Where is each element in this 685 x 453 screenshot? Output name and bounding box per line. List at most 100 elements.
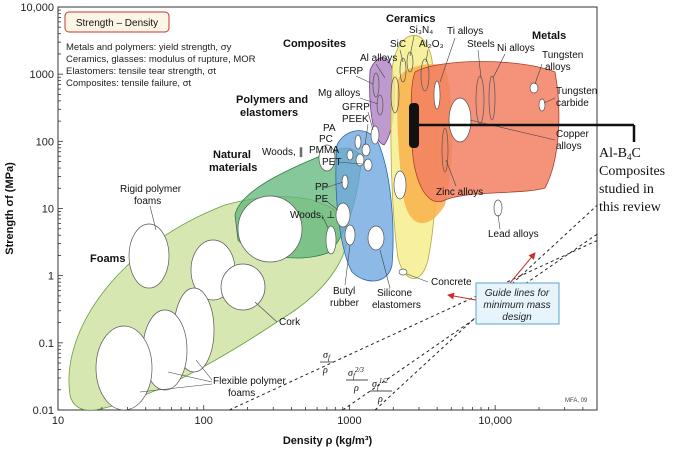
annotation-line-4: this review [599,200,662,215]
bubble-woods-parallel [318,144,336,172]
label-polymers-1: Polymers and [236,94,308,106]
bubble-pe [335,202,351,228]
y-tick-label: 1 [48,271,54,283]
x-axis-title: Density ρ (kg/m³) [283,435,373,447]
label-ceramics: Ceramics [386,13,436,25]
label-pc: PC [319,134,333,145]
label-pe: PE [315,194,329,205]
bubble-gfrp [370,125,380,145]
x-tick-label: 10 [52,415,64,427]
label-composites: Composites [283,38,346,50]
bubble-al2o3 [420,58,430,92]
y-axis-title: Strength σf (MPa) [4,162,16,255]
label-rigid-foams-1: Rigid polymer [120,184,182,195]
label-pa: PA [323,123,336,134]
bubble-mg-alloys [376,94,384,116]
svg-text:σf: σf [323,350,331,362]
bubble-zinc-alloys [441,127,449,173]
label-flexible-foams-1: Flexible polymer [213,376,286,387]
bubble-pmma [355,153,365,167]
bubble-ni-alloys [488,75,496,121]
label-gfrp: GFRP [342,102,370,113]
label-sic: SiC [390,39,406,50]
note-ceramics: Ceramics, glasses: modulus of rupture, M… [66,54,256,65]
label-tungsten-alloys-2: alloys [545,62,571,73]
label-pp: PP [315,182,329,193]
label-silicone-1: Silicone [377,288,412,299]
guide-line [229,240,597,410]
label-zinc-alloys: Zinc alloys [436,187,483,198]
annotation-al-b4c: Al-B4C Composites studied in this review [419,123,665,215]
bubble-cfrp [372,72,380,98]
bubble-pet [363,158,373,172]
svg-text:ρ: ρ [322,365,328,376]
y-tick-label: 0.01 [33,405,54,417]
label-mg-alloys: Mg alloys [318,88,360,99]
bubble-ti-alloys [433,80,441,110]
label-al2o3: Al₂O₃ [419,39,444,50]
guide-label-3: design [502,312,532,323]
guide-lines-box [475,282,560,325]
bubble-sic [399,57,407,83]
chart-title-box [64,11,170,33]
bubble-pc [346,149,354,161]
label-butyl-2: rubber [330,298,360,309]
label-steels: Steels [467,39,495,50]
bubble-tungsten-carbide [538,98,546,112]
bubble-pp [341,174,349,190]
bubble-copper-alloys [448,97,472,143]
y-tick-label: 10,000 [20,2,54,14]
label-metals: Metals [532,30,566,42]
bubble-silicone [367,225,385,251]
label-flexible-foams-2: foams [228,388,255,399]
bubble-rigid-foams [237,195,303,263]
bubble-cork [220,263,266,311]
guide-label-1: Guide lines for [485,288,550,299]
label-polymers-2: elastomers [240,107,298,119]
label-tungsten-carbide-2: carbide [556,98,589,109]
bubble-flexible-foam-3 [95,325,153,410]
label-tungsten-carbide-1: Tungsten [556,86,597,97]
label-woods-perp: Woods, ⊥ [290,210,335,221]
bubble-layer [68,34,560,410]
label-natural-1: Natural [213,149,251,161]
bubble-al-b4c [409,103,419,148]
bubble-concrete [398,268,408,276]
leader-lines [139,35,556,393]
credit: MFA, 09 [565,398,588,404]
label-tungsten-alloys-1: Tungsten [542,50,583,61]
bubble-tungsten-alloys [529,82,539,94]
y-tick-label: 1000 [30,69,54,81]
x-tick-label: 100 [195,415,213,427]
bubble-si3n4 [406,51,414,73]
y-tick-label: 10 [42,204,54,216]
label-al-alloys: Al alloys [360,53,397,64]
label-pet: PET [322,157,341,168]
note-elastomers: Elastomers: tensile tear strength, σt [66,66,216,77]
label-copper-alloys-2: alloys [556,141,582,152]
chart-title: Strength – Density [76,18,158,29]
label-si3n4: Si₃N₄ [409,25,433,36]
bubble-lead-alloys [493,199,503,217]
bubble-butyl-rubber [344,224,356,246]
labels: Strength – Density Metals and polymers: … [64,11,597,405]
bubble-pa [354,134,362,150]
label-silicone-2: elastomers [372,300,421,311]
exp-label-1: σf ρ [320,350,334,376]
label-ni-alloys: Ni alloys [497,43,535,54]
label-lead-alloys: Lead alloys [488,229,539,240]
label-concrete: Concrete [431,277,472,288]
label-peek: PEEK [342,114,369,125]
label-rigid-foams-2: foams [134,196,161,207]
guide-arrow-1 [509,252,536,284]
bubble-peek [361,143,371,157]
note-composites: Composites: tensile failure, σt [66,78,192,89]
bubble-al-alloys [390,76,400,114]
svg-text:ρ: ρ [353,383,359,394]
label-natural-2: materials [209,162,257,174]
note-metals: Metals and polymers: yield strength, σy [66,42,232,53]
guide-label-2: minimum mass [483,300,550,311]
family-metals-envelope [410,61,560,203]
annotation-title: Al-B4C [599,146,641,162]
